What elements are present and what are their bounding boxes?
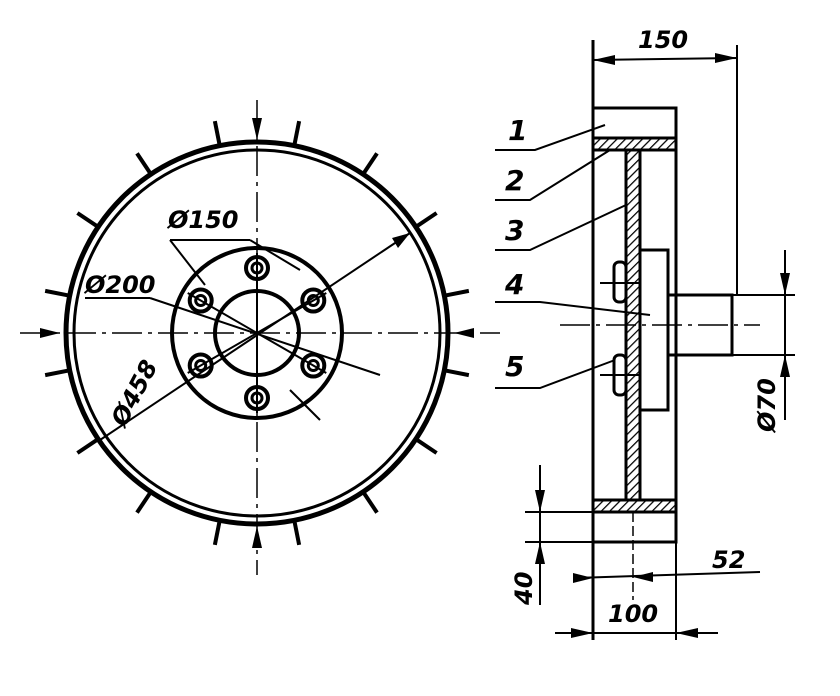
- part-number: 3: [505, 214, 524, 247]
- bolt-radial-line: [187, 292, 258, 334]
- leader: [495, 359, 616, 389]
- dim-label-wheel: Ø458: [105, 355, 164, 432]
- bolt: [300, 352, 327, 379]
- arrow: [633, 572, 653, 582]
- leader: [495, 124, 606, 151]
- dim-leader-150c: [249, 239, 301, 271]
- spike: [76, 438, 98, 455]
- dim-label-rim-thickness: 40: [510, 572, 538, 606]
- spike: [212, 521, 222, 546]
- leader: [495, 301, 651, 316]
- dim-leader-150b: [169, 239, 206, 286]
- dim-line-200: [149, 297, 381, 376]
- spike: [362, 492, 379, 514]
- callout-2: 2: [495, 149, 611, 201]
- arrow: [676, 628, 698, 638]
- callout-4: 4: [495, 268, 651, 316]
- arrow: [780, 273, 790, 295]
- spike: [292, 521, 302, 546]
- arrow-458: [392, 233, 410, 248]
- part-number: 4: [504, 268, 524, 301]
- part-number: 1: [508, 114, 527, 147]
- bottom-rim-band: [591, 498, 678, 514]
- bolt-head: [300, 352, 327, 379]
- dim-line-150: [592, 57, 738, 61]
- dim-label-shaft: Ø70: [753, 378, 781, 434]
- leader: [495, 204, 627, 251]
- front-view: Ø150 Ø200 Ø458: [20, 100, 500, 575]
- bolt-radial-line: [256, 332, 327, 374]
- side-view: 150 Ø70 40 52: [495, 26, 795, 640]
- arrow-bottom: [252, 526, 262, 548]
- part-number: 2: [505, 164, 524, 197]
- arrow-left: [40, 328, 60, 338]
- dim-line-52: [574, 571, 761, 579]
- bolt: [187, 287, 214, 314]
- part-number: 5: [505, 350, 524, 383]
- arrow: [573, 573, 593, 583]
- part-2-rim-band: [591, 136, 678, 152]
- callout-3: 3: [495, 204, 627, 251]
- leader: [495, 149, 611, 201]
- arrow: [535, 490, 545, 512]
- spike: [135, 152, 152, 174]
- callout-1: 1: [495, 114, 606, 151]
- bolt-head: [194, 294, 208, 307]
- callout-5: 5: [495, 350, 616, 389]
- arrow: [715, 53, 737, 63]
- arrow-right: [454, 328, 474, 338]
- arrow: [780, 355, 790, 377]
- spike: [445, 368, 470, 378]
- spike: [445, 288, 470, 298]
- spike: [416, 211, 438, 228]
- spike: [416, 438, 438, 455]
- spike: [44, 368, 69, 378]
- arrow: [571, 628, 593, 638]
- bolt-radial-line: [187, 332, 258, 374]
- spike: [212, 120, 222, 145]
- dim-label-offset: 52: [712, 546, 745, 574]
- bolt-head: [300, 287, 327, 314]
- dim-label-hub: Ø200: [83, 271, 156, 299]
- bottom-rim: [591, 510, 678, 544]
- arrow: [535, 542, 545, 564]
- part-4-hub: [638, 248, 670, 412]
- dim-line-458: [99, 232, 411, 441]
- bolt-head: [187, 287, 214, 314]
- spikes: [44, 120, 470, 546]
- spike: [135, 492, 152, 514]
- dim-label-overall-width: 150: [638, 26, 688, 54]
- dim-label-bolt-circle: Ø150: [166, 206, 239, 234]
- dim-leader-bolt: [289, 389, 321, 421]
- spike: [44, 288, 69, 298]
- spike: [362, 152, 379, 174]
- dim-label-rim-width: 100: [608, 600, 658, 628]
- arrow-top: [252, 118, 262, 140]
- arrow: [593, 55, 615, 65]
- part-1-rim: [591, 106, 678, 140]
- spike: [76, 211, 98, 228]
- spike: [292, 120, 302, 145]
- bolt-head: [194, 359, 208, 372]
- bolt-head: [306, 359, 320, 372]
